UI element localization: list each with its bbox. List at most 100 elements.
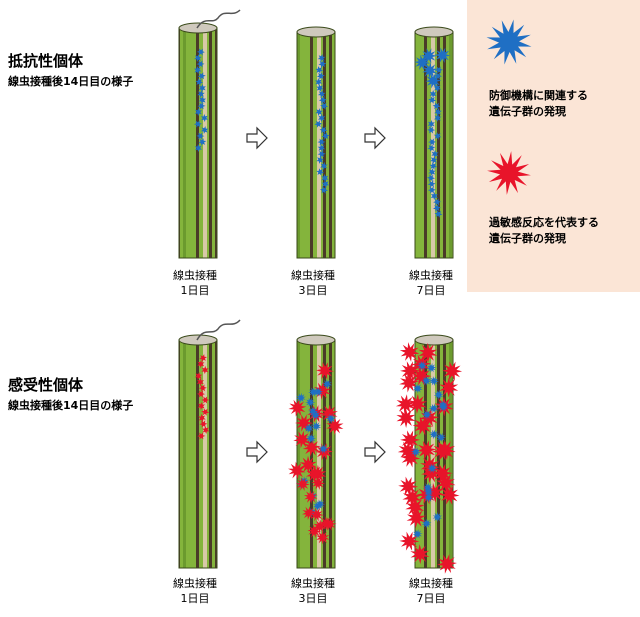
defense-expression-mark	[316, 168, 324, 176]
hypersensitive-expression-mark	[399, 372, 419, 393]
defense-expression-mark	[320, 102, 328, 110]
defense-expression-mark	[436, 432, 446, 443]
susceptible-arrow-2-icon	[364, 440, 386, 464]
defense-expression-mark	[200, 126, 209, 134]
defense-expression-mark	[316, 72, 325, 80]
defense-expression-mark	[308, 387, 319, 397]
defense-expression-mark	[321, 132, 330, 140]
hypersensitive-expression-mark	[288, 461, 306, 480]
defense-expression-mark	[303, 423, 314, 434]
blue-star-icon	[486, 19, 532, 65]
legend-hr-text: 過敏感反応を代表する 遺伝子群の発現	[489, 215, 599, 247]
defense-expression-mark	[433, 114, 442, 122]
hypersensitive-expression-mark	[293, 430, 312, 449]
defense-expression-mark	[193, 66, 202, 74]
defense-expression-mark	[314, 120, 323, 128]
defense-expression-mark	[421, 518, 432, 529]
caption-line1: 線虫接種	[291, 269, 335, 282]
hypersensitive-expression-mark	[439, 377, 459, 398]
hypersensitive-expression-mark	[437, 554, 457, 574]
resistant-heading: 抵抗性個体 線虫接種後14日目の様子	[8, 50, 133, 89]
susceptible-title: 感受性個体	[8, 376, 84, 394]
hypersensitive-expression-mark	[201, 408, 210, 416]
defense-expression-mark	[434, 108, 442, 116]
hypersensitive-expression-mark	[197, 360, 205, 368]
resistant-stem-day3-top	[296, 26, 336, 38]
legend-hr-line2: 遺伝子群の発現	[489, 232, 566, 245]
defense-expression-mark	[433, 84, 442, 92]
hypersensitive-expression-mark	[302, 506, 316, 520]
hypersensitive-expression-mark	[399, 342, 420, 362]
susceptible-arrow-1-icon	[246, 440, 268, 464]
defense-expression-mark	[429, 376, 439, 386]
defense-expression-mark	[198, 84, 206, 92]
defense-expression-mark	[315, 66, 324, 74]
nematode-icon	[196, 9, 241, 29]
defense-expression-mark	[434, 210, 443, 218]
defense-expression-mark	[427, 144, 436, 152]
hypersensitive-expression-mark	[197, 432, 206, 440]
hypersensitive-expression-mark	[199, 420, 208, 428]
susceptible-caption-day3: 線虫接種 3日目	[273, 576, 353, 606]
defense-expression-mark	[427, 180, 436, 188]
defense-expression-mark	[200, 114, 209, 122]
defense-expression-mark	[318, 60, 327, 68]
hypersensitive-expression-mark	[400, 448, 421, 468]
defense-expression-mark	[194, 144, 202, 152]
defense-expression-mark	[412, 529, 423, 539]
defense-expression-mark	[433, 389, 444, 400]
hypersensitive-expression-mark	[201, 366, 209, 374]
susceptible-caption-day7: 線虫接種 7日目	[391, 576, 471, 606]
hypersensitive-expression-mark	[442, 361, 463, 381]
resistant-caption-day7: 線虫接種 7日目	[391, 268, 471, 298]
defense-expression-mark	[431, 150, 439, 158]
red-star-icon	[487, 151, 531, 195]
hypersensitive-expression-mark	[320, 404, 338, 423]
susceptible-stem-day3-top	[296, 334, 336, 346]
defense-expression-mark	[420, 48, 437, 64]
hypersensitive-expression-mark	[402, 487, 422, 508]
defense-expression-mark	[308, 406, 318, 417]
defense-expression-mark	[196, 60, 205, 68]
defense-expression-mark	[428, 96, 437, 104]
defense-expression-mark	[427, 463, 438, 474]
hypersensitive-expression-mark	[316, 530, 330, 545]
susceptible-stem-day1	[178, 339, 218, 569]
defense-expression-mark	[423, 487, 434, 497]
hypersensitive-expression-mark	[306, 465, 324, 483]
defense-expression-mark	[194, 108, 202, 116]
resistant-title: 抵抗性個体	[8, 52, 84, 70]
defense-expression-mark	[433, 132, 442, 140]
resistant-subtitle: 線虫接種後14日目の様子	[8, 75, 134, 88]
hypersensitive-expression-mark	[432, 441, 452, 461]
defense-expression-mark	[325, 413, 336, 424]
hypersensitive-expression-mark	[432, 463, 453, 483]
defense-expression-mark	[197, 90, 205, 98]
resistant-caption-day3: 線虫接種 3日目	[273, 268, 353, 298]
defense-expression-mark	[429, 90, 437, 98]
defense-expression-mark	[320, 162, 328, 170]
defense-expression-mark	[426, 363, 437, 373]
hypersensitive-expression-mark	[201, 396, 210, 404]
defense-expression-mark	[433, 198, 441, 206]
caption-line1: 線虫接種	[173, 269, 217, 282]
defense-expression-mark	[318, 114, 326, 122]
defense-expression-mark	[321, 180, 330, 188]
hypersensitive-expression-mark	[439, 485, 460, 505]
resistant-arrow-2-icon	[364, 126, 386, 150]
resistant-stem-day1	[178, 27, 218, 259]
defense-expression-mark	[432, 512, 443, 522]
hypersensitive-expression-mark	[406, 508, 426, 529]
hypersensitive-expression-mark	[399, 531, 420, 551]
hypersensitive-expression-mark	[197, 390, 205, 398]
hypersensitive-expression-mark	[198, 414, 206, 422]
defense-expression-mark	[318, 96, 327, 104]
defense-expression-mark	[320, 186, 328, 194]
legend-hr-line1: 過敏感反応を代表する	[489, 216, 599, 229]
defense-expression-mark	[315, 78, 323, 86]
susceptible-subtitle: 線虫接種後14日目の様子	[8, 399, 134, 412]
hypersensitive-expression-mark	[395, 394, 416, 415]
defense-expression-mark	[319, 126, 328, 134]
defense-expression-mark	[430, 156, 438, 164]
